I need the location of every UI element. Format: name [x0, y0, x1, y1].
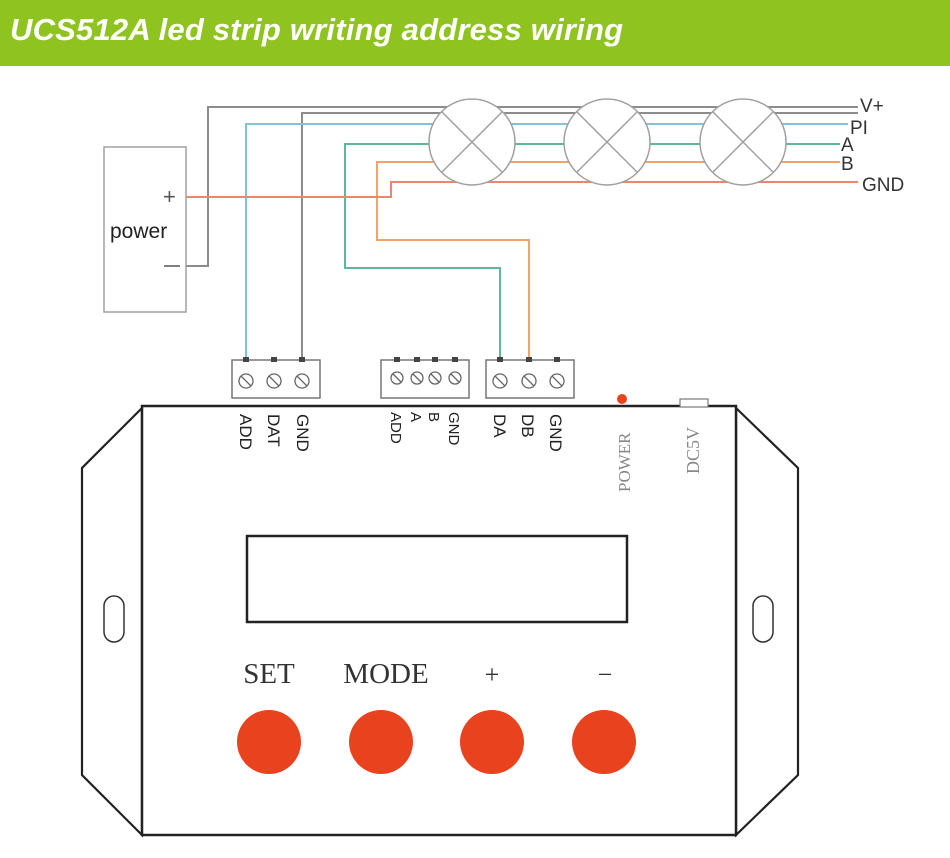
power-led: [617, 394, 627, 404]
led-pixel: [699, 98, 787, 186]
plus-button[interactable]: [460, 710, 524, 774]
button-label-set: SET: [243, 658, 295, 690]
label-pi: PI: [850, 118, 868, 139]
power-indicator-label: POWER: [615, 432, 634, 492]
wire-b: [376, 161, 840, 362]
lcd-screen: [245, 534, 629, 624]
mount-slot-left: [103, 595, 125, 643]
terminal-label: GND: [546, 414, 565, 452]
terminal-label: GND: [293, 414, 312, 452]
power-label: power: [110, 220, 167, 243]
label-gnd: GND: [862, 175, 904, 196]
terminal-block-right: [485, 357, 575, 399]
button-label-plus: +: [485, 660, 500, 689]
label-vplus: V+: [860, 96, 884, 117]
wire-vplus: [186, 106, 858, 267]
label-b: B: [841, 154, 854, 175]
minus-button[interactable]: [572, 710, 636, 774]
title-banner: UCS512A led strip writing address wiring: [0, 0, 950, 66]
terminal-label: DA: [490, 414, 509, 438]
terminal-label: GND: [445, 412, 462, 446]
terminal-label: ADD: [236, 414, 255, 450]
banner-title: UCS512A led strip writing address wiring: [10, 12, 624, 47]
button-label-minus: −: [598, 660, 613, 689]
terminal-block-middle: [380, 357, 470, 399]
led-pixel: [563, 98, 651, 186]
mount-slot-right: [752, 595, 774, 643]
power-supply: + power: [103, 146, 187, 313]
terminal-label: A: [407, 412, 424, 422]
button-label-mode: MODE: [343, 658, 428, 690]
controller-body: [80, 398, 800, 838]
terminal-label: DAT: [264, 414, 283, 447]
dc5v-label: DC5V: [683, 427, 703, 474]
wire-gnd-left: [301, 112, 858, 362]
terminal-label: ADD: [387, 412, 404, 444]
set-button[interactable]: [237, 710, 301, 774]
terminal-label: DB: [518, 414, 537, 438]
terminal-block-left: [231, 357, 321, 399]
wire-gnd-strip: [186, 181, 858, 198]
led-pixel: [428, 98, 516, 186]
power-plus-sign: +: [163, 184, 176, 209]
mode-button[interactable]: [349, 710, 413, 774]
label-a: A: [841, 135, 854, 156]
terminal-label: B: [425, 412, 442, 422]
wire-pi: [245, 123, 848, 362]
